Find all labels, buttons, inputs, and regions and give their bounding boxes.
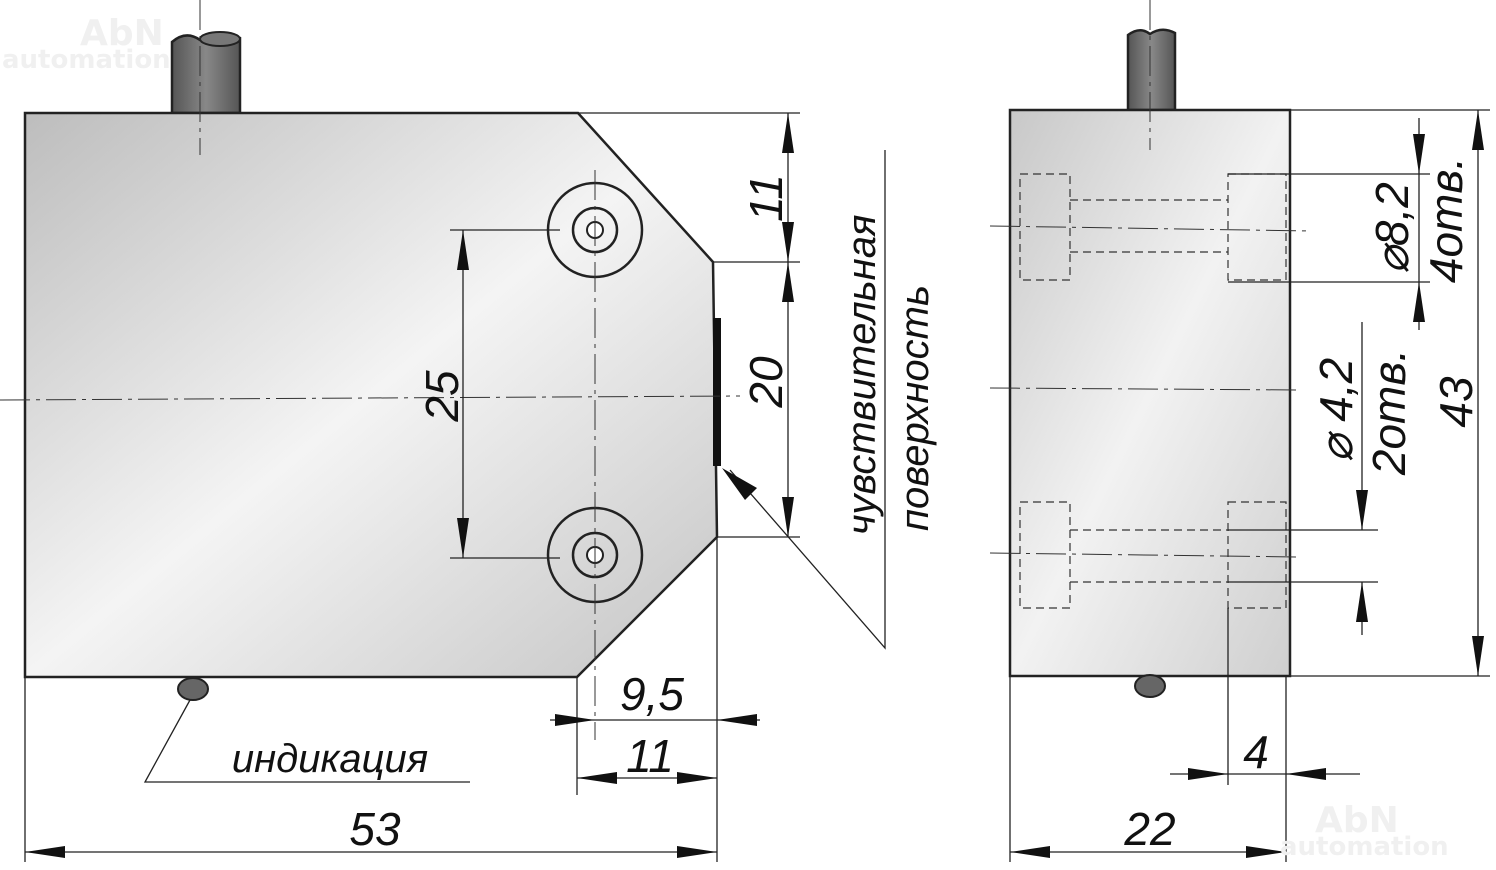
indicator-led: [177, 677, 209, 701]
dim-length: 53: [349, 803, 401, 855]
sensor-body: [1008, 108, 1292, 678]
cable: [170, 33, 242, 115]
svg-text:automation: automation: [2, 45, 171, 75]
watermark: AbN automation AbN automation: [2, 13, 1449, 862]
sensing-face: [713, 318, 721, 466]
dim-through-hole-count: 2отв.: [1363, 349, 1415, 476]
cable: [1126, 28, 1177, 112]
dim-sensing-face: 20: [740, 356, 792, 409]
sensor-body: [23, 111, 719, 679]
svg-text:AbN: AbN: [1315, 800, 1399, 841]
dim-hole-spacing: 25: [416, 370, 468, 423]
dim-counterbore-depth: 4: [1243, 726, 1269, 778]
sensitive-surface-label-2: поверхность: [893, 285, 937, 531]
dim-hole-offset: 9,5: [620, 668, 684, 720]
indicator-led: [1134, 674, 1166, 698]
side-view: [0, 0, 886, 862]
indication-label: индикация: [232, 737, 428, 781]
dim-width: 22: [1123, 803, 1175, 855]
svg-text:automation: automation: [1280, 832, 1449, 862]
dim-chamfer-height: 11: [740, 174, 792, 222]
dim-through-hole-diameter: ⌀ 4,2: [1310, 358, 1362, 462]
dim-chamfer-width: 11: [626, 730, 674, 782]
dim-counterbore-count: 4отв.: [1420, 157, 1472, 283]
dim-height: 43: [1430, 376, 1482, 428]
dim-counterbore-diameter: ⌀8,2: [1366, 182, 1418, 274]
front-view: [989, 0, 1490, 862]
sensitive-surface-label-1: чувствительная: [840, 215, 884, 536]
svg-text:AbN: AbN: [80, 13, 164, 54]
